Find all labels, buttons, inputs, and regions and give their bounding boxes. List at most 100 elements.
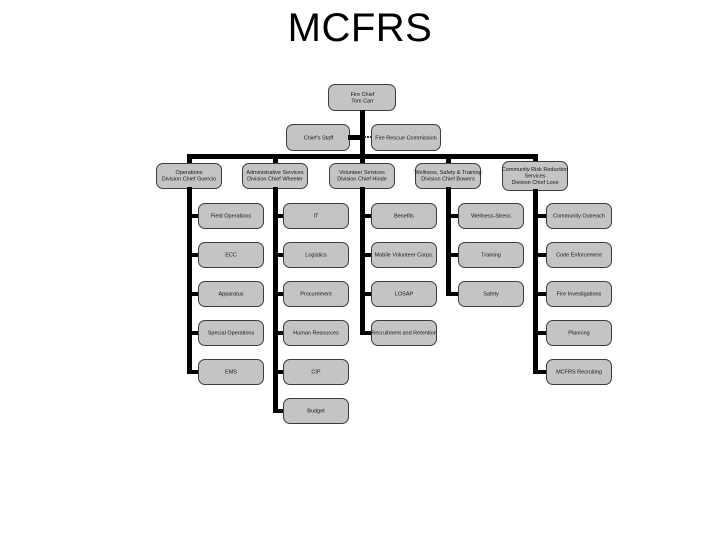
org-node-label: Benefits [364, 213, 444, 220]
label-line: Training [481, 251, 501, 258]
org-node-community-outreach: Community Outreach [546, 203, 612, 229]
connector-drop-community-risk-reduction [533, 154, 538, 164]
org-node-label: EMS [191, 369, 271, 376]
connector-spine-operations [187, 187, 192, 374]
org-node-label: MCFRS Recruiting [539, 369, 619, 376]
org-node-label: Planning [539, 330, 619, 337]
org-node-budget: Budget [283, 398, 349, 424]
org-node-human-resources: Human Resources [283, 320, 349, 346]
org-node-field-operations: Field Operations [198, 203, 264, 229]
connector-stub-procurement [273, 292, 285, 296]
label-line: Tom Carr [350, 97, 374, 104]
label-line: Human Resources [293, 329, 339, 336]
connector-stub-logistics [273, 253, 285, 257]
connector-trunk [360, 110, 365, 159]
org-node-label: IT [276, 213, 356, 220]
connector-stub-ecc [187, 253, 200, 257]
connector-stub-recruitment-and-retention [360, 331, 373, 335]
org-node-fire-investigations: Fire Investigations [546, 281, 612, 307]
label-line: Wellness-Stress [471, 212, 511, 219]
connector-stub-human-resources [273, 331, 285, 335]
org-node-label: Chief's Staff [279, 134, 357, 141]
org-node-label: Field Operations [191, 213, 271, 220]
label-line: EMS [225, 368, 237, 375]
org-node-special-operations: Special Operations [198, 320, 264, 346]
page-title: MCFRS [287, 6, 433, 50]
label-line: IT [313, 212, 319, 219]
connector-stub-losap [360, 292, 373, 296]
org-node-ems: EMS [198, 359, 264, 385]
org-node-code-enforcement: Code Enforcement [546, 242, 612, 268]
org-node-mcfrs-recruiting: MCFRS Recruiting [546, 359, 612, 385]
label-line: Division Chief Guercio [161, 176, 217, 182]
label-line: Chief's Staff [303, 134, 333, 141]
connector-stub-it [273, 214, 285, 218]
org-node-label: Special Operations [191, 330, 271, 337]
label-line: Logistics [305, 251, 327, 258]
org-node-label: Recruitment and Retention [364, 330, 444, 337]
connector-stub-community-outreach [533, 214, 548, 218]
label-line: Safety [483, 290, 499, 297]
org-node-chief-s-staff: Chief's Staff [286, 124, 350, 151]
org-node-training: Training [458, 242, 524, 268]
org-node-label: Safety [451, 291, 531, 298]
label-line: Apparatus [218, 290, 244, 297]
org-node-label: ECC [191, 252, 271, 259]
label-line: MCFRS Recruiting [556, 368, 602, 375]
connector-stub-benefits [360, 214, 373, 218]
label-line: Division Chief Wheeler [247, 176, 303, 182]
connector-stub-ems [187, 370, 200, 374]
org-node-it: IT [283, 203, 349, 229]
label-line: Division Chief Bowers [421, 176, 475, 182]
connector-stub-training [446, 253, 460, 257]
label-line: Administrative Services [246, 169, 304, 176]
label-line: Community Risk Reduction [501, 166, 569, 173]
connector-spine-volunteer-services [360, 187, 365, 335]
label-line: Fire Investigations [556, 290, 602, 297]
org-node-logistics: Logistics [283, 242, 349, 268]
org-node-label: Code Enforcement [539, 252, 619, 259]
org-node-losap: LOSAP [371, 281, 437, 307]
org-node-label: Budget [276, 408, 356, 415]
label-line: Code Enforcement [556, 251, 602, 258]
connector-stub-wellness-stress [446, 214, 460, 218]
connector-stub-special-operations [187, 331, 200, 335]
label-line: Operations [175, 169, 203, 176]
connector-drop-wellness-safety-training [446, 154, 451, 166]
connector-drop-administrative-services [273, 154, 278, 166]
org-node-label: Logistics [276, 252, 356, 259]
org-node-label: Apparatus [191, 291, 271, 298]
label-line: Volunteer Services [339, 169, 385, 176]
org-node-label: LOSAP [364, 291, 444, 298]
label-line: Budget [307, 407, 325, 414]
org-node-benefits: Benefits [371, 203, 437, 229]
org-node-apparatus: Apparatus [198, 281, 264, 307]
label-line: Division Chief Hinde [337, 176, 387, 182]
label-line: Planning [568, 329, 590, 336]
connector-spine-administrative-services [273, 187, 278, 413]
org-node-mobile-volunteer-corps: Mobile Volunteer Corps. [371, 242, 437, 268]
label-line: Fire Chief [350, 91, 374, 97]
org-node-recruitment-and-retention: Recruitment and Retention [371, 320, 437, 346]
connector-stub-mobile-volunteer-corps [360, 253, 373, 257]
connector-stub-field-operations [187, 214, 200, 218]
label-line: Services [524, 172, 546, 179]
label-line: Wellness, Safety & Training [414, 169, 482, 176]
label-line: LOSAP [394, 290, 414, 297]
label-line: ECC [225, 251, 237, 258]
label-line: Field Operations [210, 212, 252, 219]
org-node-procurement: Procurement [283, 281, 349, 307]
org-node-cip: CIP [283, 359, 349, 385]
